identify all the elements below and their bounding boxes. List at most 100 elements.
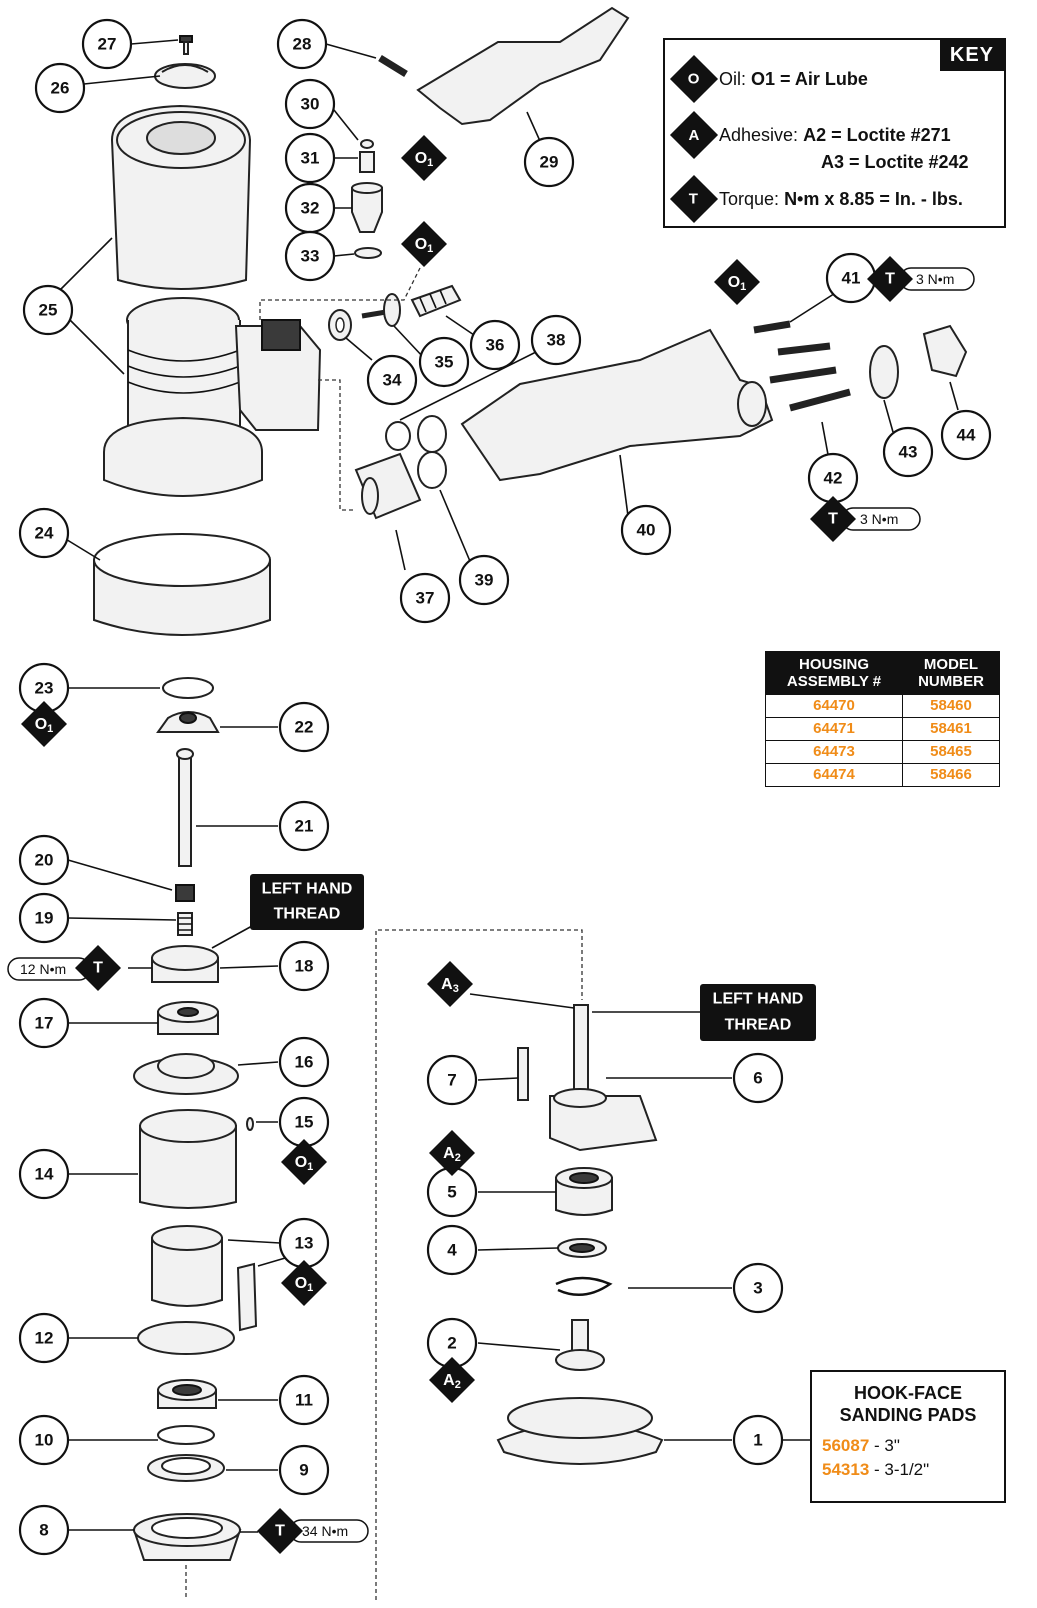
callout-22: 22 [278,701,330,753]
callout-6: 6 [732,1052,784,1104]
torque-marker-42: T [810,496,856,542]
part-8-nut [132,1513,242,1561]
svg-text:16: 16 [295,1053,314,1072]
torque-marker-18: T [75,945,121,991]
torque-pill-18: 12 N•m [7,957,91,981]
callout-31: 31 [284,132,336,184]
svg-text:26: 26 [51,79,70,98]
callout-44: 44 [940,409,992,461]
svg-text:3 N•m: 3 N•m [860,511,898,527]
svg-text:4: 4 [447,1241,457,1260]
svg-text:6: 6 [753,1069,762,1088]
svg-text:19: 19 [35,909,54,928]
svg-text:39: 39 [475,571,494,590]
svg-text:T: T [885,271,895,288]
part-10-ring [157,1425,215,1445]
svg-text:11: 11 [295,1391,313,1410]
svg-text:35: 35 [435,353,454,372]
key-adhesive-row: A Adhesive: A2 = Loctite #271 [665,110,951,160]
svg-text:30: 30 [301,95,320,114]
svg-text:33: 33 [301,247,320,266]
svg-text:27: 27 [98,35,117,54]
part-23-oring [162,677,214,699]
part-25-cover [110,104,252,290]
callout-20: 20 [18,834,70,886]
part-11-bearing [157,1379,217,1409]
svg-text:22: 22 [295,718,314,737]
torque-marker-8: T [257,1508,303,1554]
callout-11: 11 [278,1374,330,1426]
header-model: MODEL NUMBER [902,651,1000,695]
callout-35: 35 [418,336,470,388]
part-37-muffler [354,452,422,520]
part-4-seal [557,1238,607,1258]
part-1-pad [496,1397,664,1465]
pad-size: - 3-1/2" [869,1460,930,1479]
svg-text:21: 21 [295,817,314,836]
part-14-cylinder [139,1109,237,1209]
key-adhesive-row2: A3 = Loctite #242 [821,152,969,173]
part-19-spring [177,912,193,936]
svg-text:O1: O1 [728,274,747,294]
part-38-oring [385,421,411,451]
key-adhesive-label: Adhesive: [719,124,799,145]
callout-7: 7 [426,1054,478,1106]
callout-8: 8 [18,1504,70,1556]
model-cell: 58461 [902,717,1000,741]
sanding-pads-box: HOOK-FACE SANDING PADS 56087 - 3" 54313 … [810,1370,1006,1503]
svg-text:29: 29 [540,153,559,172]
callout-15: 15 [278,1096,330,1148]
svg-text:2: 2 [447,1334,456,1353]
callout-4: 4 [426,1224,478,1276]
svg-text:LEFT HAND: LEFT HAND [262,881,353,898]
adhesive-marker-a2-bottom: A2 [429,1357,475,1403]
callout-41: 41 [825,252,877,304]
svg-text:10: 10 [35,1431,54,1450]
callout-30: 30 [284,78,336,130]
callout-9: 9 [278,1444,330,1496]
pads-title: HOOK-FACE SANDING PADS [839,1383,977,1425]
callout-5: 5 [426,1166,478,1218]
callout-40: 40 [620,504,672,556]
svg-text:T: T [828,511,838,528]
key-torque-value: N•m x 8.85 = In. - lbs. [784,188,963,209]
callout-16: 16 [278,1036,330,1088]
pad-size: - 3" [869,1436,900,1455]
svg-text:9: 9 [299,1461,308,1480]
svg-text:12 N•m: 12 N•m [20,961,66,977]
callout-14: 14 [18,1148,70,1200]
svg-text:37: 37 [416,589,435,608]
part-7-key [517,1047,529,1101]
callout-32: 32 [284,182,336,234]
svg-text:1: 1 [753,1431,762,1450]
callout-43: 43 [882,426,934,478]
callout-39: 39 [458,554,510,606]
part-3-clip [555,1276,613,1297]
callout-34: 34 [366,354,418,406]
svg-text:44: 44 [957,426,976,445]
left-hand-thread-label-18: LEFT HAND THREAD [250,874,364,930]
part-18-nut [151,945,219,983]
part-drawings [93,6,968,1561]
callout-33: 33 [284,230,336,282]
pad-item: 54313 - 3-1/2" [822,1458,1004,1482]
callout-36: 36 [469,319,521,371]
part-2-adapter [555,1319,605,1371]
svg-text:41: 41 [842,269,861,288]
leader-lines [53,39,959,1533]
key-oil-label: Oil: [719,68,746,89]
oil-marker-40: O1 [714,259,760,305]
model-cell: 58460 [902,694,1000,718]
callout-1: 1 [732,1414,784,1466]
part-29-lever [416,6,630,126]
svg-text:23: 23 [35,679,54,698]
part-41-screw [753,320,791,334]
svg-text:8: 8 [39,1521,48,1540]
pad-item: 56087 - 3" [822,1434,1004,1458]
svg-text:12: 12 [35,1329,54,1348]
part-5-bearing [555,1167,613,1216]
